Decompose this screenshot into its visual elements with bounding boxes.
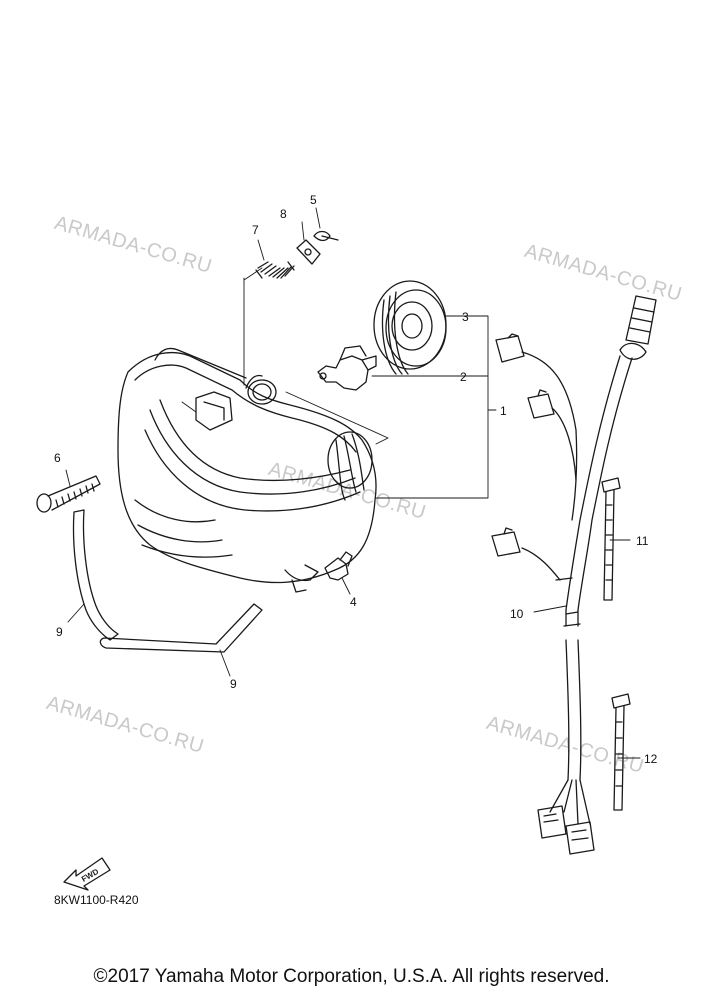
callout-6: 6 (54, 451, 61, 465)
screw (36, 475, 101, 513)
copyright-notice: ©2017 Yamaha Motor Corporation, U.S.A. A… (93, 966, 610, 987)
callout-9-left: 9 (56, 625, 63, 639)
callout-numbers: 1 2 3 4 5 6 7 8 9 9 10 11 12 (54, 193, 658, 766)
diagram-code: 8KW1100-R420 (54, 893, 139, 907)
headlight-bulb (317, 345, 377, 391)
forward-arrow-icon: FWD (63, 857, 111, 891)
callout-10: 10 (510, 607, 524, 621)
clip-plate (296, 239, 321, 265)
position-bulb (324, 551, 353, 581)
callout-3: 3 (462, 310, 469, 324)
spring (255, 261, 295, 279)
callout-9-lower: 9 (230, 677, 237, 691)
leader-lines (65, 207, 641, 759)
callout-5: 5 (310, 193, 317, 207)
socket-cover (373, 280, 447, 375)
callout-4: 4 (350, 595, 357, 609)
callout-7: 7 (252, 223, 259, 237)
trim-strip-left (72, 509, 119, 641)
trim-strip-lower (99, 603, 263, 653)
callout-1: 1 (500, 404, 507, 418)
headlight-housing (117, 347, 377, 593)
callout-2: 2 (460, 370, 467, 384)
wire-harness (491, 295, 657, 855)
pin (313, 230, 339, 242)
cable-tie-upper (601, 477, 621, 601)
cable-tie-lower (611, 693, 631, 811)
callout-12: 12 (644, 752, 658, 766)
callout-8: 8 (280, 207, 287, 221)
callout-11: 11 (636, 534, 649, 548)
